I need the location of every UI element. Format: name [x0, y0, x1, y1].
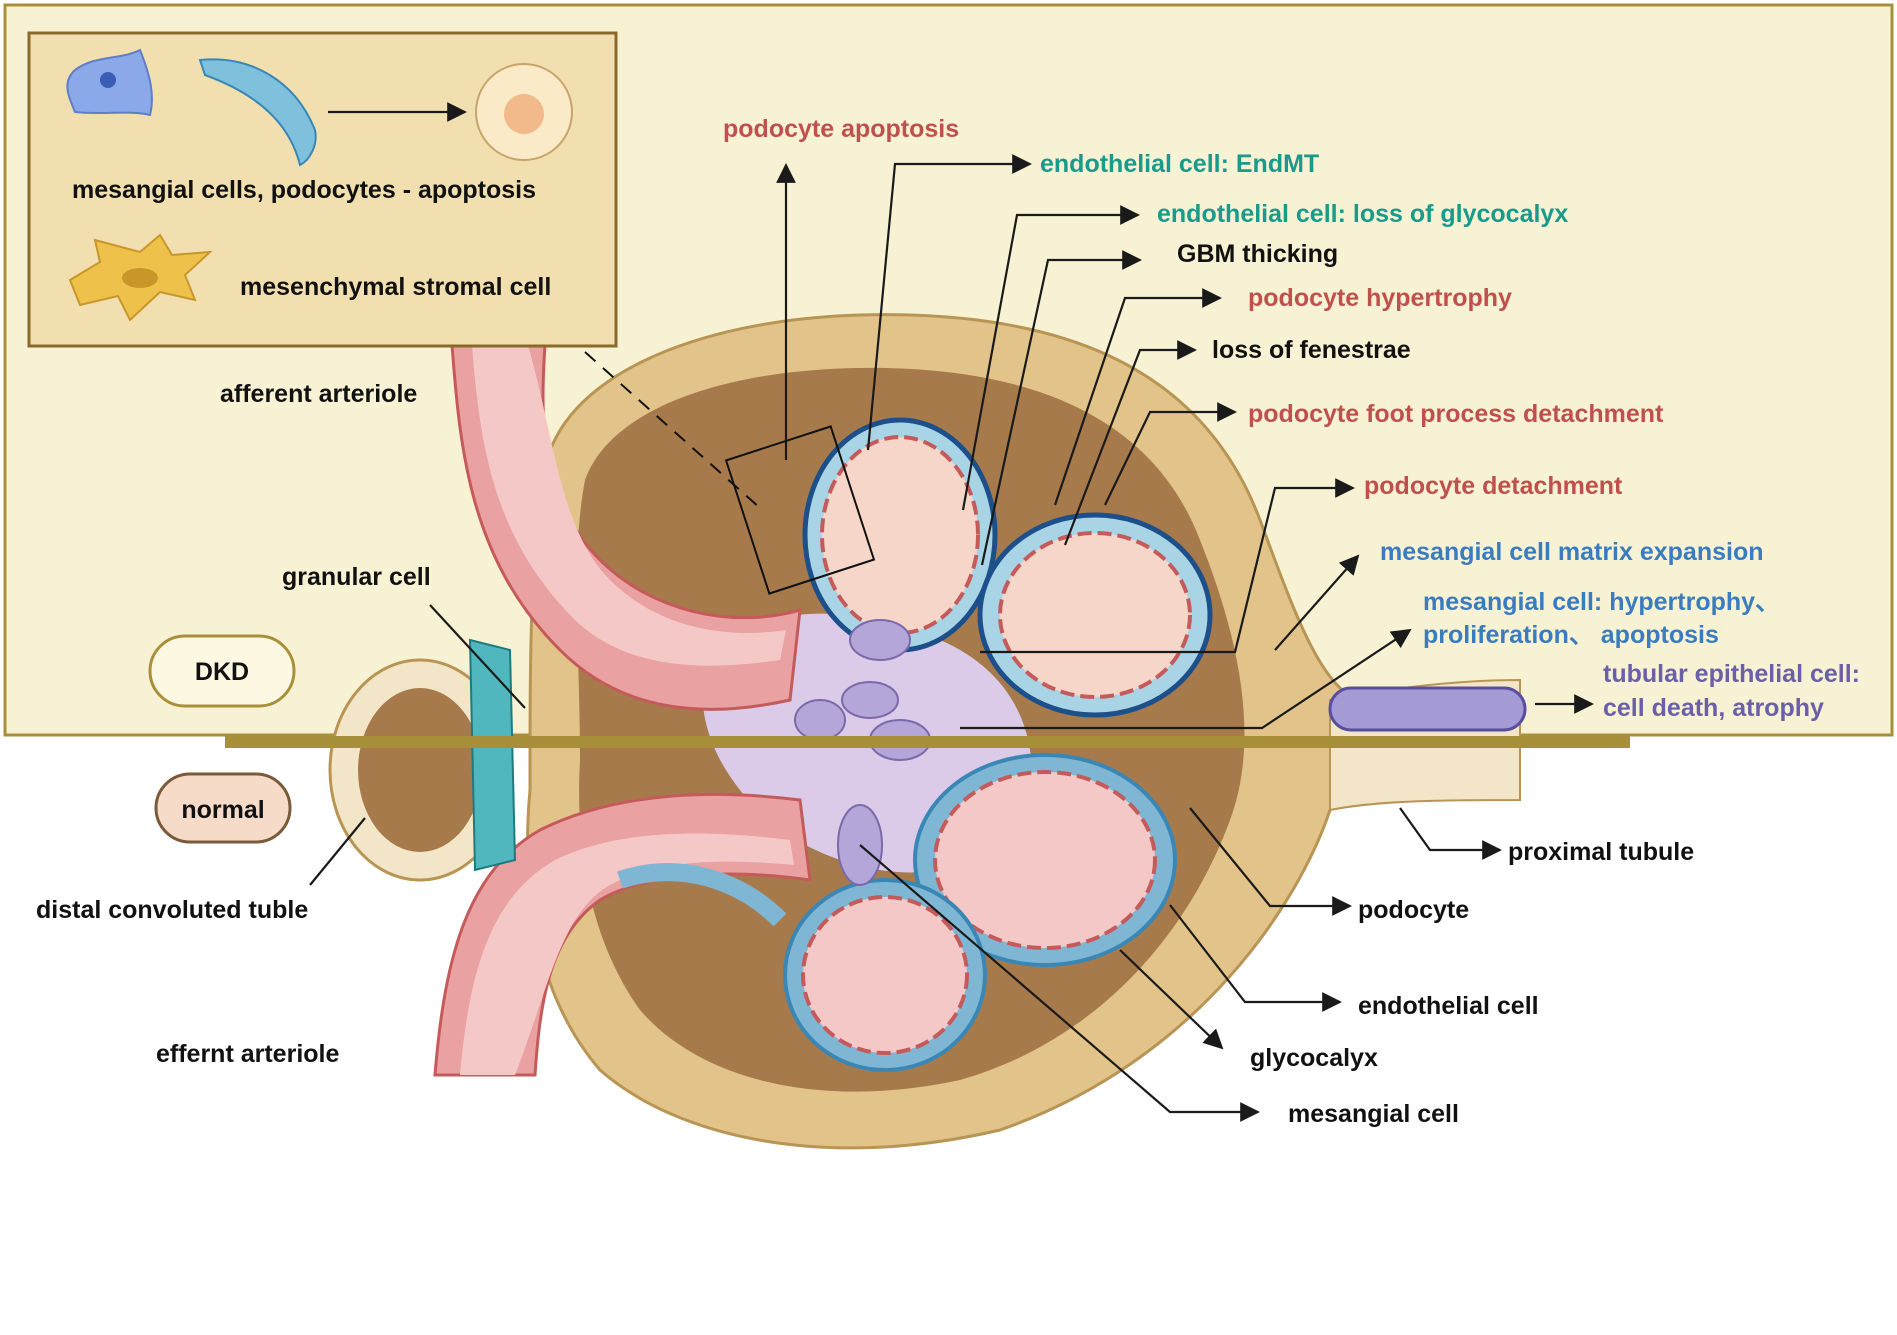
afferent-label: afferent arteriole	[220, 380, 417, 408]
gbm-label: GBM thicking	[1177, 240, 1338, 268]
normal-label: normal	[181, 796, 264, 824]
tubular-changes-line2: cell death, atrophy	[1603, 694, 1824, 722]
podocyte-hypertrophy-label: podocyte hypertrophy	[1248, 284, 1512, 312]
dkd-badge: DKD	[148, 634, 296, 708]
anatomy-labels: afferent arteriole granular cell distal …	[36, 380, 1694, 1128]
endothelial-label: endothelial cell	[1358, 992, 1539, 1020]
change-labels: podocyte apoptosis endothelial cell: End…	[584, 115, 1860, 730]
efferent-label: effernt arteriole	[156, 1040, 339, 1068]
legend-stromal-label: mesenchymal stromal cell	[240, 273, 551, 301]
legend-box: mesangial cells, podocytes - apoptosis m…	[27, 31, 618, 348]
distal-label: distal convoluted tuble	[36, 896, 308, 924]
glomerulus-illustration	[328, 313, 1527, 1150]
foot-process-label: podocyte foot process detachment	[1248, 400, 1664, 428]
podocyte-detachment-label: podocyte detachment	[1364, 472, 1623, 500]
podocyte-apoptosis-label: podocyte apoptosis	[723, 115, 959, 143]
glycocalyx-label: glycocalyx	[1250, 1044, 1378, 1072]
granular-label: granular cell	[282, 563, 431, 591]
podocyte-label: podocyte	[1358, 896, 1469, 924]
mesangial-changes-line1: mesangial cell: hypertrophy、	[1423, 588, 1780, 616]
mesangial-label: mesangial cell	[1288, 1100, 1459, 1128]
endmt-label: endothelial cell: EndMT	[1040, 150, 1319, 178]
proximal-label: proximal tubule	[1508, 838, 1694, 866]
dkd-label: DKD	[195, 658, 249, 686]
matrix-label: mesangial cell matrix expansion	[1380, 538, 1764, 566]
normal-badge: normal	[154, 772, 292, 844]
legend-apoptosis-label: mesangial cells, podocytes - apoptosis	[72, 176, 536, 204]
divider	[225, 736, 1630, 748]
mesangial-changes-line2: proliferation、 apoptosis	[1423, 621, 1719, 649]
tubular-changes-line1: tubular epithelial cell:	[1603, 660, 1860, 688]
fenestrae-label: loss of fenestrae	[1212, 336, 1411, 364]
glycocalyx-loss-label: endothelial cell: loss of glycocalyx	[1157, 200, 1568, 228]
podocyte-icon	[198, 58, 317, 167]
